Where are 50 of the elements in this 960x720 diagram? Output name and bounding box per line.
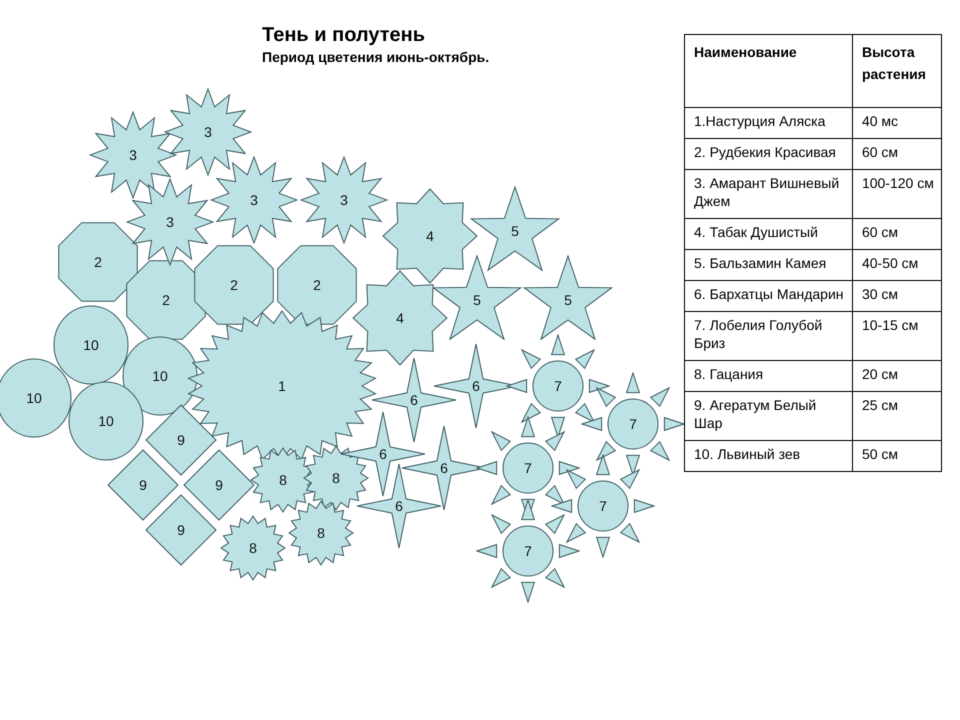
header-cell: Наименование bbox=[684, 34, 852, 108]
table-cell: 60 см bbox=[852, 218, 942, 250]
table-cell: 50 см bbox=[852, 440, 942, 472]
table-cell: 60 см bbox=[852, 138, 942, 170]
ageratum-symbol: 9 bbox=[145, 404, 217, 476]
table-cell: 7. Лобелия Голубой Бриз bbox=[684, 312, 852, 360]
rudbeckia-symbol: 2 bbox=[191, 242, 277, 328]
gazania-symbol: 8 bbox=[288, 500, 354, 566]
ageratum-symbol: 9 bbox=[145, 494, 217, 566]
table-cell: 100-120 см bbox=[852, 170, 942, 218]
table-cell: 1.Настурция Аляска bbox=[684, 108, 852, 138]
amaranth-symbol: 3 bbox=[89, 111, 177, 199]
snapdragon-symbol: 10 bbox=[122, 336, 198, 416]
snapdragon-symbol: 10 bbox=[68, 381, 144, 461]
table-cell: 4. Табак Душистый bbox=[684, 218, 852, 250]
table-cell: 40-50 см bbox=[852, 250, 942, 280]
amaranth-symbol: 3 bbox=[126, 178, 214, 266]
table-cell: 25 см bbox=[852, 392, 942, 440]
table-cell: 8. Гацания bbox=[684, 360, 852, 392]
amaranth-symbol: 3 bbox=[164, 88, 252, 176]
snapdragon-symbol: 10 bbox=[0, 358, 72, 438]
marigold-symbol: 6 bbox=[356, 463, 442, 549]
tobacco-symbol: 4 bbox=[382, 188, 478, 284]
ageratum-symbol: 9 bbox=[183, 449, 255, 521]
rudbeckia-symbol: 2 bbox=[274, 242, 360, 328]
amaranth-symbol: 3 bbox=[300, 156, 388, 244]
table-cell: 20 см bbox=[852, 360, 942, 392]
tobacco-symbol: 4 bbox=[352, 270, 448, 366]
table-cell: 9. Агератум Белый Шар bbox=[684, 392, 852, 440]
snapdragon-symbol: 10 bbox=[53, 305, 129, 385]
gazania-symbol: 8 bbox=[220, 515, 286, 581]
gazania-symbol: 8 bbox=[250, 447, 316, 513]
table-cell: 6. Бархатцы Мандарин bbox=[684, 280, 852, 312]
gazania-symbol: 8 bbox=[303, 445, 369, 511]
table-cell: 10-15 см bbox=[852, 312, 942, 360]
ageratum-symbol: 9 bbox=[107, 449, 179, 521]
table-cell: 2. Рудбекия Красивая bbox=[684, 138, 852, 170]
title: Тень и полутень bbox=[262, 24, 426, 47]
rudbeckia-symbol: 2 bbox=[123, 257, 209, 343]
table-cell: 3. Амарант Вишневый Джем bbox=[684, 170, 852, 218]
marigold-symbol: 6 bbox=[340, 411, 426, 497]
table-cell: 10. Львиный зев bbox=[684, 440, 852, 472]
amaranth-symbol: 3 bbox=[210, 156, 298, 244]
table-cell: 5. Бальзамин Камея bbox=[684, 250, 852, 280]
marigold-symbol: 6 bbox=[371, 357, 457, 443]
header-cell: Высота растения bbox=[852, 34, 942, 108]
table-cell: 40 мс bbox=[852, 108, 942, 138]
table-cell: 30 см bbox=[852, 280, 942, 312]
subtitle: Период цветения июнь-октябрь. bbox=[262, 49, 490, 65]
rudbeckia-symbol: 2 bbox=[55, 219, 141, 305]
